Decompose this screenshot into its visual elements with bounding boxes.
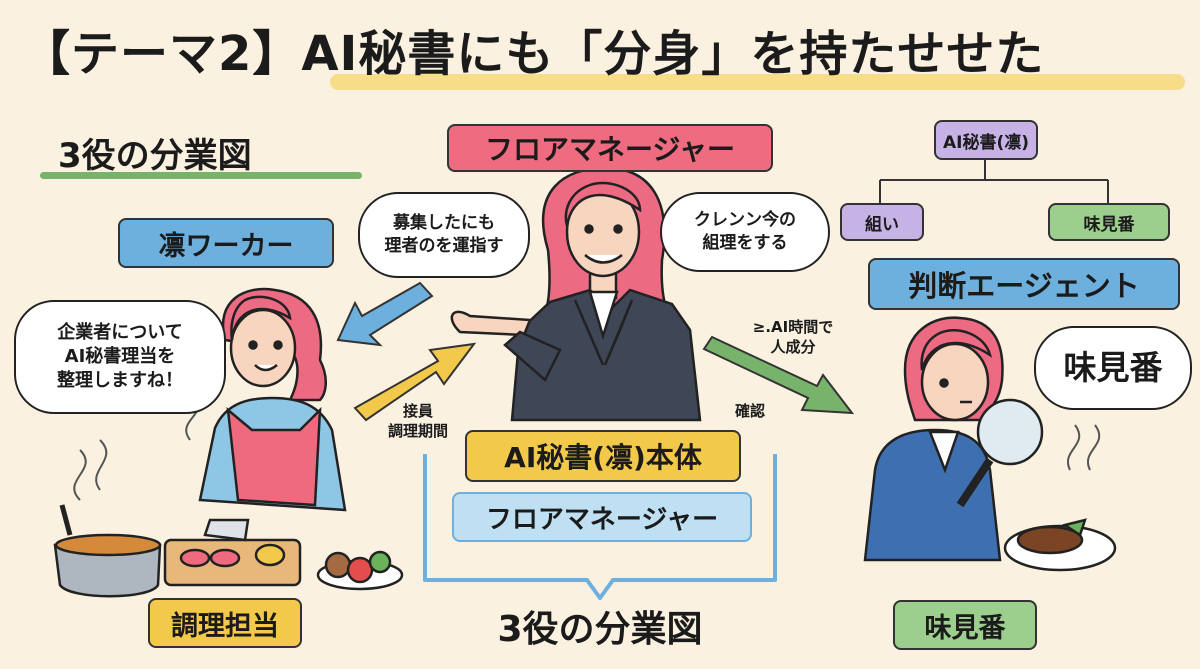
org-chart-lines xyxy=(879,158,1109,203)
steam-lines xyxy=(73,394,1101,501)
center-panel-frame xyxy=(423,454,777,600)
judge-role-box: 判断エージェント xyxy=(868,258,1180,310)
arrow-label-right-bottom: 確認 xyxy=(734,402,765,420)
judge-figure xyxy=(863,316,1117,572)
arrow-to-worker xyxy=(336,281,434,347)
org-left-child-box: 組い xyxy=(840,203,924,241)
arrow-up-to-manager xyxy=(353,342,477,422)
judge-speech-bubble: 味見番 xyxy=(1034,326,1192,410)
page-title: 【テーマ2】AI秘書にも「分身」を持たせせた xyxy=(22,26,1045,82)
manager-speech-bubble-right: クレンン今の 組理をする xyxy=(660,192,830,272)
center-main-label-box: AI秘書(凛)本体 xyxy=(465,430,741,482)
center-sub-label-box: フロアマネージャー xyxy=(452,492,752,542)
worker-speech-bubble: 企業者について AI秘書理当を 整理しますね！ xyxy=(14,300,226,414)
arrow-to-judge xyxy=(702,335,855,415)
worker-figure xyxy=(53,287,404,598)
subtitle: 3役の分業図 xyxy=(58,136,252,176)
bottom-label-cooking: 調理担当 xyxy=(148,598,302,648)
subtitle-underline xyxy=(40,172,362,179)
org-root-box: AI秘書(凛) xyxy=(934,120,1038,160)
title-underline xyxy=(330,74,1185,90)
arrow-label-right-top: ≥.AI時間で 人成分 xyxy=(752,318,834,356)
manager-speech-bubble-left: 募集したにも 理者のを運指す xyxy=(358,192,530,278)
bottom-label-taster: 味見番 xyxy=(893,600,1037,650)
center-caption: 3役の分業図 xyxy=(497,609,703,650)
top-manager-role-box: フロアマネージャー xyxy=(447,124,773,172)
manager-figure xyxy=(450,166,702,422)
arrow-label-up: 接員 調理期間 xyxy=(387,402,448,440)
worker-role-box: 凛ワーカー xyxy=(118,218,334,268)
org-right-child-box: 味見番 xyxy=(1048,203,1170,241)
